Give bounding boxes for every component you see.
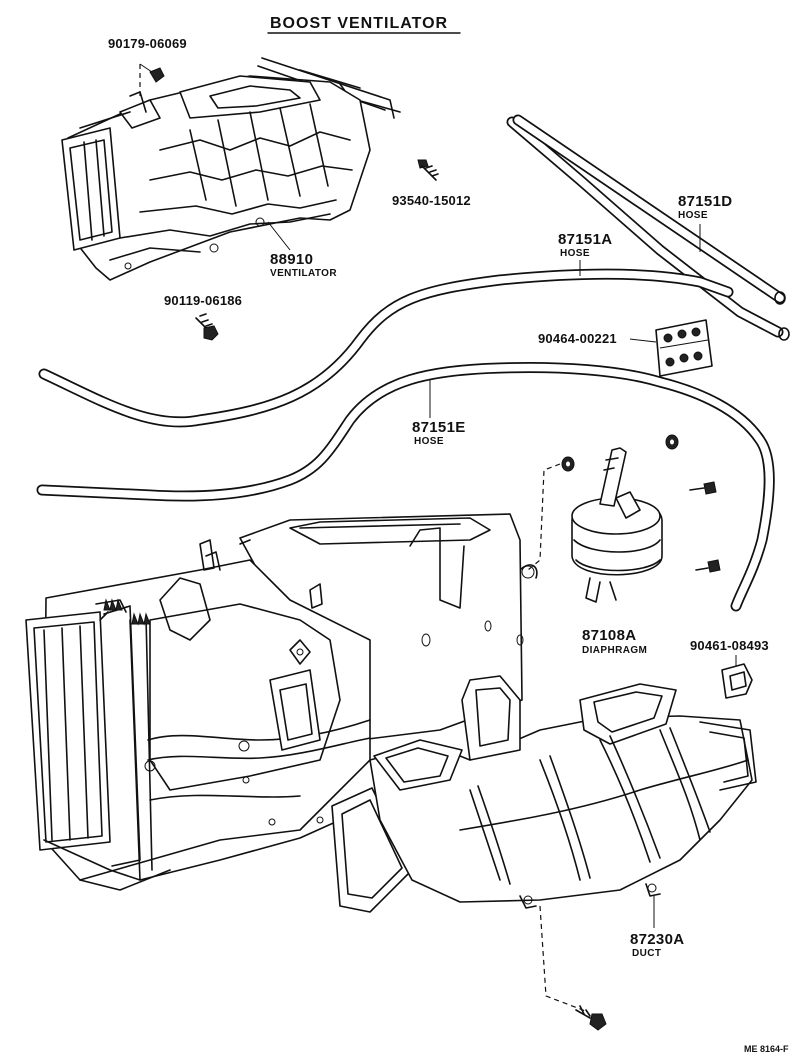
ventilator-desc: VENTILATOR [270, 268, 337, 279]
leader-dash-washer [527, 463, 561, 571]
leader-dash-bottom-screw [539, 905, 589, 1013]
part-number-90179: 90179-06069 [108, 36, 187, 51]
catalogue-code: ME 8164-F [744, 1044, 789, 1054]
part-number-87151a: 87151A [558, 231, 612, 248]
part-number-87230a: 87230A [630, 931, 684, 948]
part-number-90461: 90461-08493 [690, 638, 769, 653]
nut-icon [665, 434, 679, 450]
bolt-icon [195, 313, 219, 341]
duct-assembly [331, 675, 757, 913]
hose-e-desc: HOSE [414, 436, 444, 447]
diaphragm-actuator [519, 447, 663, 603]
ventilator-unit [61, 57, 401, 281]
part-number-88910: 88910 [270, 251, 313, 268]
part-number-93540: 93540-15012 [392, 193, 471, 208]
duct-desc: DUCT [632, 948, 661, 959]
hose-clamp-icon [655, 319, 713, 377]
part-number-87151d: 87151D [678, 193, 732, 210]
clip-fastener-top [139, 63, 165, 96]
part-number-87108a: 87108A [582, 627, 636, 644]
part-number-90119: 90119-06186 [164, 293, 242, 308]
part-number-90464: 90464-00221 [538, 331, 617, 346]
hose-d-desc: HOSE [678, 210, 708, 221]
screw-icon-right-1 [689, 481, 717, 495]
hose-87151d [506, 114, 790, 341]
diaphragm-desc: DIAPHRAGM [582, 645, 647, 656]
screw-icon-bottom [575, 1005, 607, 1031]
hose-87151e [36, 362, 775, 612]
clip-icon [721, 663, 753, 699]
main-unit [25, 513, 524, 891]
screw-icon [417, 159, 439, 181]
screw-icon-right-2 [695, 559, 721, 573]
washer-icon [561, 456, 575, 472]
part-number-87151e: 87151E [412, 419, 466, 436]
hose-a-desc: HOSE [560, 248, 590, 259]
hose-87151a [38, 268, 734, 428]
diagram-title: BOOST VENTILATOR [270, 15, 448, 32]
